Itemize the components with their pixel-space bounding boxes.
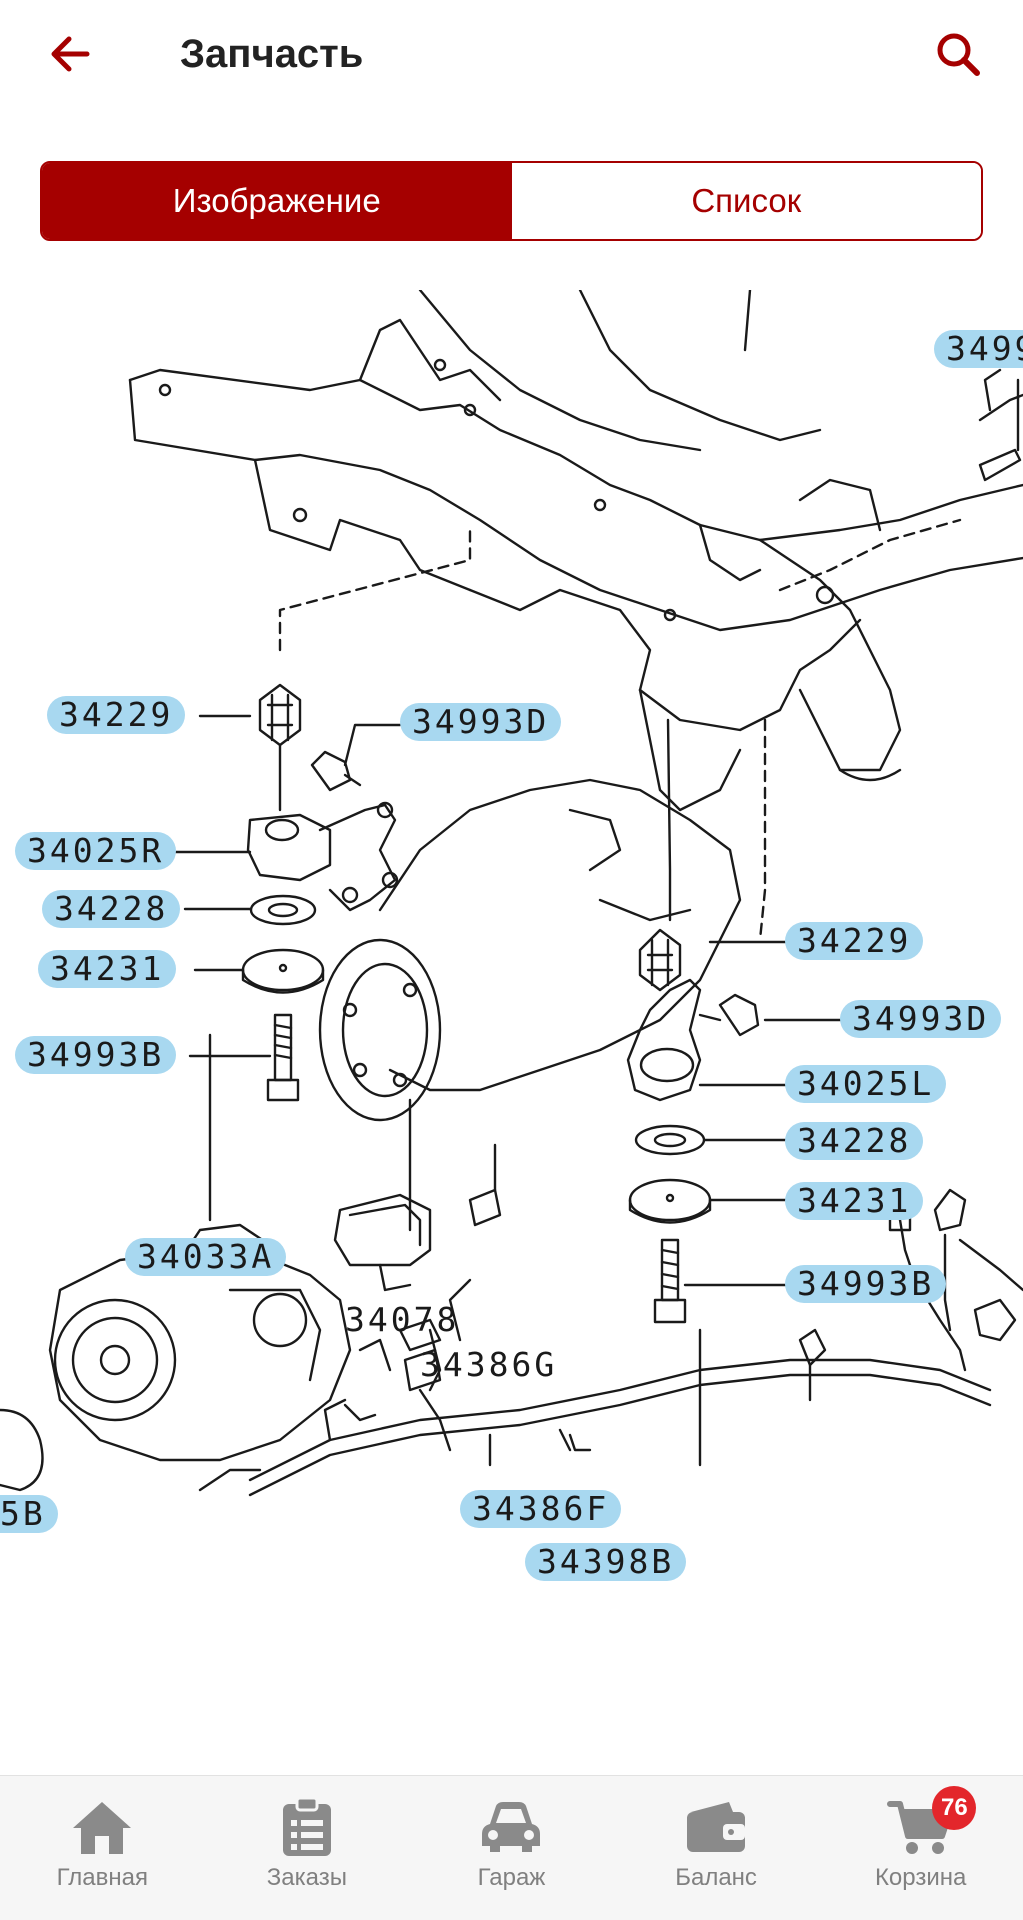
callout-part[interactable]: 3499	[934, 330, 1023, 368]
callout-part[interactable]: 34229	[785, 922, 924, 960]
callout-part[interactable]: 34231	[38, 950, 177, 988]
callout-part[interactable]: 34398B	[525, 1543, 687, 1581]
callout-part[interactable]: 34993D	[400, 703, 562, 741]
nav-garage[interactable]: Гараж	[409, 1776, 614, 1920]
callout-part[interactable]: 34025R	[15, 832, 177, 870]
callout-part[interactable]: 34025L	[785, 1065, 947, 1103]
nav-balance-label: Баланс	[675, 1864, 757, 1891]
callout-part[interactable]: 34993B	[15, 1036, 177, 1074]
callout-part[interactable]: 34033A	[125, 1238, 287, 1276]
nav-orders-label: Заказы	[266, 1864, 347, 1891]
plain-part-label: 34386G	[420, 1345, 558, 1384]
nav-orders[interactable]: Заказы	[205, 1776, 410, 1920]
car-icon	[482, 1802, 541, 1852]
nav-cart[interactable]: 76 Корзина	[818, 1776, 1023, 1920]
tab-list[interactable]: Список	[511, 163, 981, 239]
view-toggle: Изображение Список	[40, 161, 983, 241]
arrow-left-icon	[51, 36, 90, 72]
plain-part-label: 34078	[345, 1300, 460, 1339]
back-button[interactable]	[30, 22, 110, 86]
orders-icon	[282, 1796, 331, 1856]
nav-cart-label: Корзина	[874, 1864, 967, 1891]
callout-part[interactable]: 34228	[785, 1122, 924, 1160]
bottom-navigation: Главная Заказы Гараж	[0, 1775, 1023, 1920]
tab-image[interactable]: Изображение	[42, 163, 512, 239]
nav-home-label: Главная	[56, 1864, 148, 1891]
callout-part[interactable]: 34229	[47, 696, 186, 734]
callout-part[interactable]: 34228	[42, 890, 181, 928]
search-icon	[937, 33, 980, 76]
home-icon	[73, 1802, 132, 1854]
callout-part[interactable]: 34993B	[785, 1265, 947, 1303]
parts-diagram[interactable]: 3499 34229 34993D 34025R 34228 34231 349…	[0, 290, 1023, 1775]
search-button[interactable]	[923, 22, 993, 86]
callout-part[interactable]: 34386F	[460, 1490, 622, 1528]
cart-badge: 76	[932, 1786, 977, 1830]
page-title: Запчасть	[180, 32, 364, 76]
nav-home[interactable]: Главная	[0, 1776, 205, 1920]
nav-garage-label: Гараж	[477, 1864, 546, 1891]
callout-part[interactable]: 5B	[0, 1495, 58, 1533]
diagram-drawing	[0, 290, 1023, 1497]
app-bar: Запчасть	[0, 0, 1023, 110]
callout-part[interactable]: 34231	[785, 1182, 924, 1220]
wallet-icon	[687, 1802, 746, 1852]
nav-balance[interactable]: Баланс	[614, 1776, 819, 1920]
callout-part[interactable]: 34993D	[840, 1000, 1002, 1038]
